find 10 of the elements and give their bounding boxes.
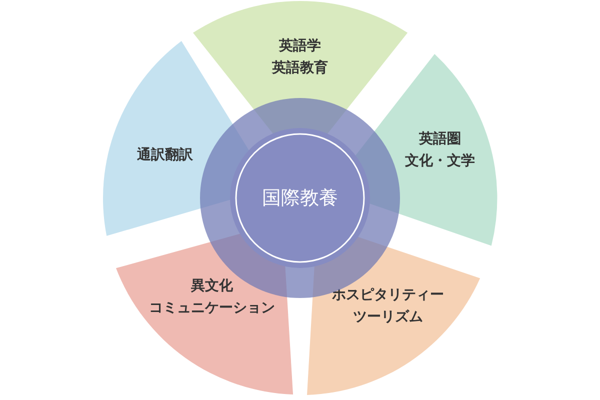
sector-label: 英語教育 [272, 58, 328, 78]
sector-label: ツーリズム [352, 308, 423, 327]
sector-label: 通訳翻訳 [136, 146, 193, 165]
sector-label: コミュニケーション [148, 298, 275, 318]
sector-label: 英語学 [278, 37, 321, 56]
sector-label: 英語圏 [418, 130, 461, 149]
sector-label: ホスピタリティー [332, 286, 444, 305]
sector-label: 異文化 [190, 276, 233, 296]
sector-label: 文化・文学 [404, 152, 475, 171]
center-label: 国際教養 [262, 186, 338, 211]
